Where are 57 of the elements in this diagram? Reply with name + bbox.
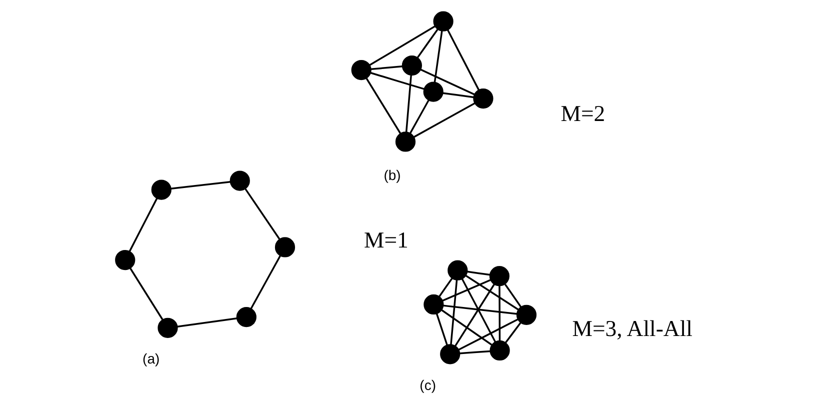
connector [442, 92, 474, 98]
connector [250, 255, 280, 309]
connector [413, 102, 475, 138]
node-circle [488, 266, 509, 286]
connector [450, 280, 458, 345]
connector [370, 66, 402, 70]
node-circle [423, 294, 444, 315]
connector [435, 314, 448, 346]
node-circle [150, 180, 171, 200]
connector [244, 188, 280, 240]
node-circle [472, 88, 493, 109]
connector [440, 309, 492, 346]
connector [504, 322, 521, 344]
connector [442, 279, 490, 302]
label: (b) [383, 166, 400, 183]
connector [433, 30, 442, 82]
connector [370, 72, 424, 90]
connector [466, 270, 490, 276]
connector [464, 274, 518, 310]
connector [420, 68, 474, 96]
connector [176, 318, 236, 328]
connector [446, 30, 480, 90]
connector [458, 318, 518, 350]
node-circle [236, 307, 256, 328]
node-circle [229, 170, 250, 191]
node-circle [114, 250, 135, 270]
connector [409, 100, 429, 134]
node-circle [274, 237, 295, 258]
label: M=3, All-All [572, 316, 692, 342]
label: (a) [142, 350, 160, 367]
node-circle [516, 304, 536, 325]
connector [504, 284, 522, 308]
node-circle [489, 340, 510, 361]
connector [454, 284, 494, 346]
connector [438, 278, 452, 298]
node-circle [157, 318, 178, 338]
connector [128, 198, 158, 252]
connector [442, 304, 516, 315]
connector [129, 268, 163, 320]
connector [498, 286, 500, 341]
connector [365, 78, 401, 134]
connector [416, 28, 438, 58]
label: M=1 [363, 227, 408, 252]
node-circle [350, 60, 371, 80]
connector [404, 75, 412, 132]
node-circle [394, 132, 416, 152]
connector [170, 181, 230, 190]
label: (c) [419, 376, 436, 393]
node-circle [401, 55, 422, 76]
connector [368, 26, 435, 66]
node-circle [432, 11, 453, 32]
node-circle [440, 344, 460, 364]
label: M=2 [560, 101, 605, 126]
connector [461, 278, 496, 342]
node-circle [447, 260, 468, 280]
node-circle [422, 82, 443, 102]
connector [459, 350, 490, 354]
